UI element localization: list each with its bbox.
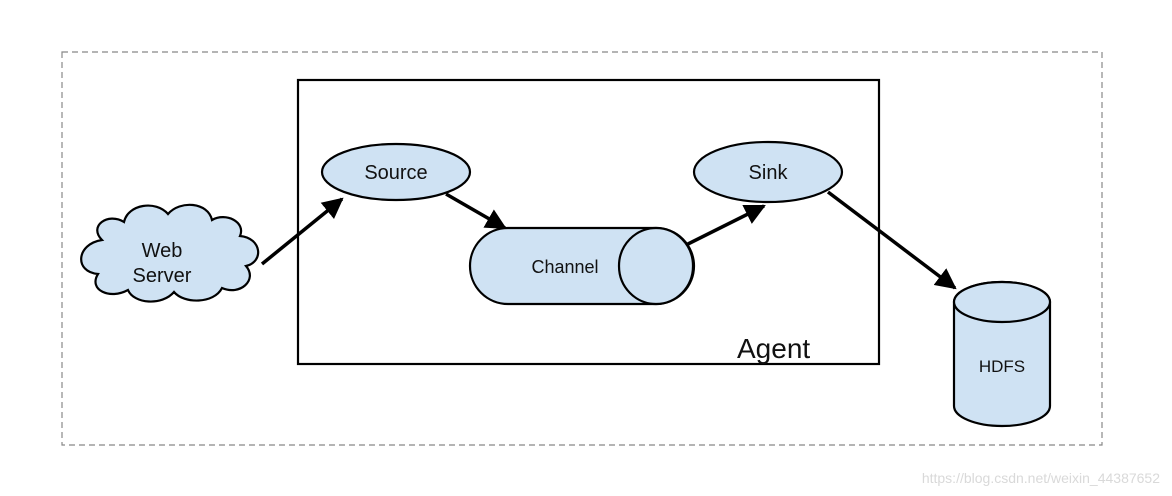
edge-webserver-to-source (260, 197, 344, 266)
channel-cylinder-end (617, 226, 695, 306)
sink-ellipse (692, 140, 844, 204)
agent-box (296, 78, 881, 366)
source-label: Source (364, 162, 427, 184)
sink-node: Sink (692, 140, 844, 204)
cloud-shape (80, 203, 260, 303)
web-server-label-line2: Server (133, 265, 192, 287)
watermark-text: https://blog.csdn.net/weixin_44387652 (922, 470, 1160, 486)
outer-dashed-frame (61, 51, 1103, 446)
edge-sink-to-hdfs (826, 190, 957, 290)
source-ellipse (320, 142, 472, 202)
web-server-cloud: Web Server (80, 203, 260, 303)
hdfs-label: HDFS (979, 357, 1025, 376)
edge-source-to-channel (445, 192, 507, 230)
sink-label: Sink (749, 162, 789, 184)
web-server-label-line1: Web (142, 240, 183, 262)
channel-label: Channel (531, 257, 598, 277)
source-node: Source (320, 142, 472, 202)
agent-label: Agent (737, 333, 810, 364)
hdfs-cylinder-top (952, 280, 1052, 324)
hdfs-node: HDFS (952, 280, 1052, 428)
channel-node: Channel (468, 226, 696, 306)
